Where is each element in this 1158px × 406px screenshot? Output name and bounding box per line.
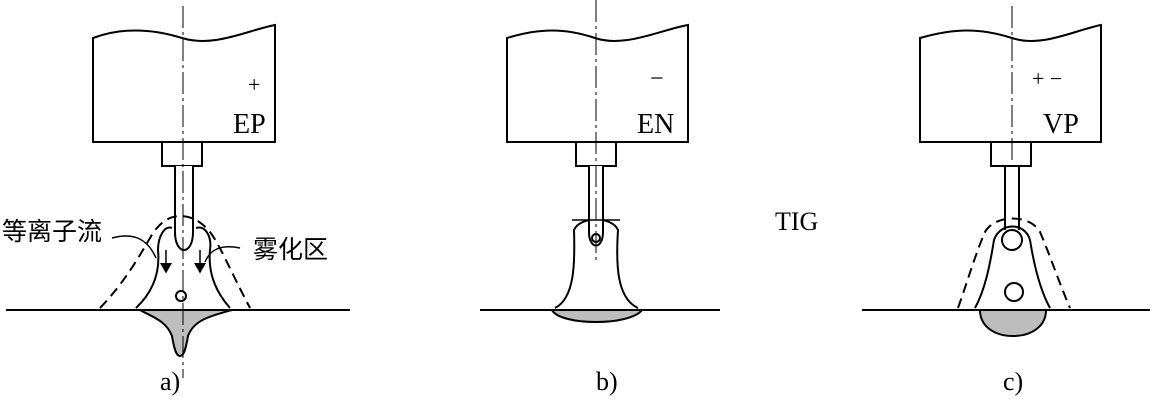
electrode-wire-c	[1004, 166, 1020, 230]
torch-nozzle-a	[161, 141, 203, 167]
caption-b: b)	[596, 367, 618, 396]
electrode-wire-a	[174, 166, 194, 251]
panel-c	[862, 6, 1150, 338]
annotation-plasma-flow: 等离子流	[2, 217, 102, 246]
polarity-sign-b: −	[650, 66, 664, 92]
polarity-sign-c: + −	[1032, 66, 1062, 91]
torch-body-a	[92, 23, 276, 143]
caption-c: c)	[1003, 367, 1023, 396]
droplet-large-c	[1001, 229, 1023, 251]
leader-atomization	[204, 246, 241, 263]
mode-label-b: EN	[637, 109, 674, 140]
weld-pool-a	[136, 309, 233, 358]
mode-label-a: EP	[233, 109, 266, 140]
caption-a: a)	[160, 367, 180, 396]
torch-body-b	[506, 23, 689, 143]
leader-plasma	[111, 235, 157, 259]
panel-a	[6, 6, 350, 378]
weld-pool-c	[978, 309, 1048, 338]
torch-nozzle-c	[990, 141, 1032, 167]
torch-body-c	[919, 23, 1102, 143]
weld-pool-b	[550, 309, 645, 324]
droplet-a	[175, 290, 187, 302]
panel-b	[480, 0, 720, 324]
droplet-detached-c	[1004, 282, 1024, 302]
plasma-outline-a	[135, 226, 231, 309]
annotation-atomization-zone: 雾化区	[253, 235, 328, 264]
atomization-outline-c	[957, 217, 1071, 309]
mode-label-c: VP	[1043, 109, 1079, 140]
atomization-outline-a	[99, 214, 251, 309]
polarity-sign-a: +	[248, 72, 260, 97]
plasma-outline-c	[974, 225, 1051, 309]
side-label-tig: TIG	[775, 207, 818, 236]
